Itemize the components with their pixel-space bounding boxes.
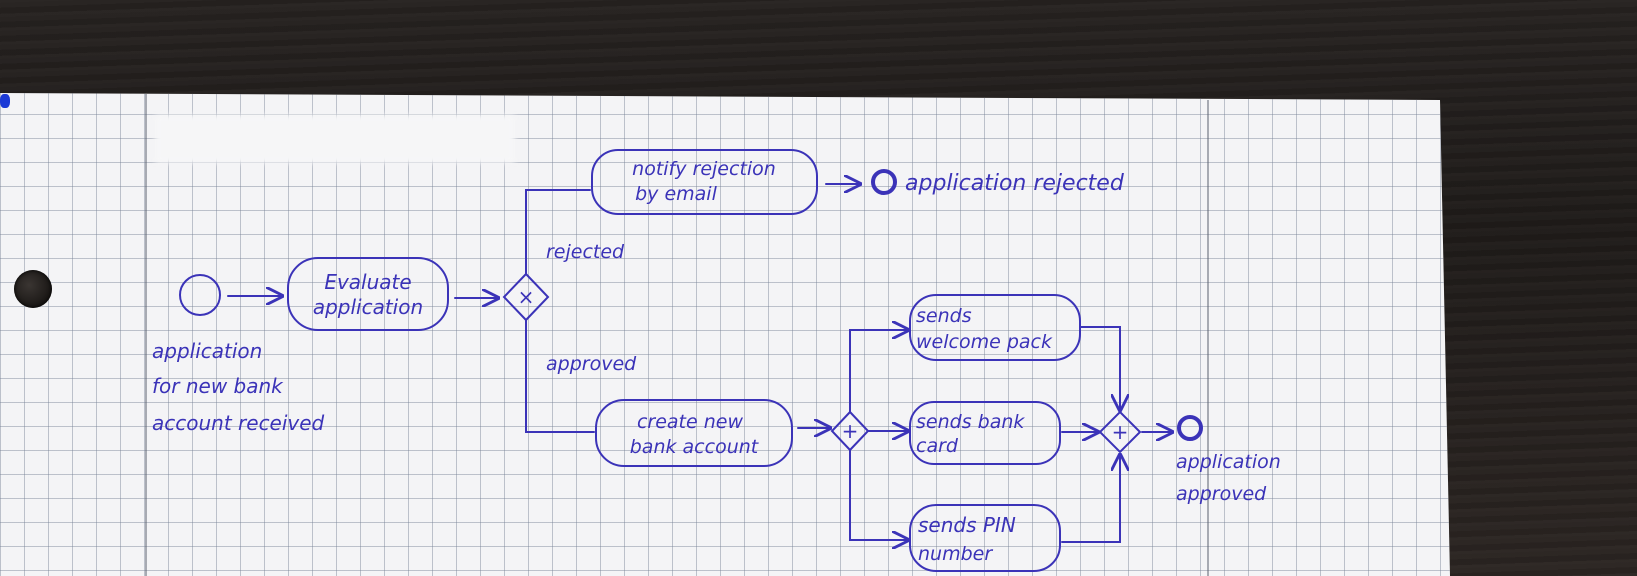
- card-label-line-1: sends bank: [916, 411, 1025, 433]
- welcome-label-line-2: welcome pack: [916, 331, 1053, 353]
- activity-send-pin-box: [909, 504, 1061, 572]
- flow-decision-approved: [525, 319, 595, 433]
- decision-gateway-marker: ×: [518, 285, 535, 309]
- start-event-label-line-2: for new bank: [152, 374, 284, 398]
- pin-label-line-1: sends PIN: [918, 513, 1016, 537]
- rejected-flow-label: rejected: [546, 241, 625, 263]
- notify-label-line-1: notify rejection: [632, 158, 776, 180]
- ink-mark: [0, 94, 10, 108]
- activity-evaluate-box: [287, 257, 449, 331]
- flow-welcome-to-join: [1079, 326, 1120, 410]
- start-event-label-line-1: application: [152, 339, 262, 363]
- fork-gateway-marker: +: [842, 419, 859, 443]
- card-label-line-2: card: [916, 435, 959, 457]
- end-approved-label-line-1: application: [1176, 451, 1281, 473]
- activity-create-account-box: [595, 399, 793, 467]
- create-label-line-2: bank account: [630, 436, 760, 458]
- start-event-circle: [179, 274, 221, 316]
- evaluate-label-line-2: application: [313, 295, 423, 319]
- paper-margin-left: [145, 94, 147, 576]
- create-label-line-1: create new: [637, 411, 744, 433]
- pin-label-line-2: number: [918, 543, 993, 565]
- approved-flow-label: approved: [546, 353, 637, 375]
- flow-fork-to-welcome: [849, 330, 908, 413]
- notify-label-line-2: by email: [635, 183, 717, 205]
- join-gateway-diamond: [1098, 410, 1142, 454]
- activity-send-card-box: [909, 401, 1061, 465]
- flow-pin-to-join: [1061, 455, 1120, 543]
- welcome-label-line-1: sends: [916, 305, 972, 327]
- redacted-area: [155, 115, 515, 163]
- end-event-approved-circle: [1177, 415, 1203, 441]
- flow-decision-rejected: [525, 189, 591, 275]
- start-event-label-line-3: account received: [152, 411, 325, 435]
- paper-margin-right: [1207, 100, 1209, 576]
- activity-notify-rejection-box: [591, 149, 818, 215]
- end-event-rejected-circle: [871, 169, 897, 195]
- punch-hole: [14, 270, 52, 308]
- end-approved-label-line-2: approved: [1176, 483, 1267, 505]
- join-gateway-marker: +: [1112, 420, 1129, 444]
- end-rejected-label: application rejected: [905, 171, 1125, 196]
- evaluate-label-line-1: Evaluate: [324, 270, 411, 294]
- flow-fork-to-pin: [849, 449, 908, 540]
